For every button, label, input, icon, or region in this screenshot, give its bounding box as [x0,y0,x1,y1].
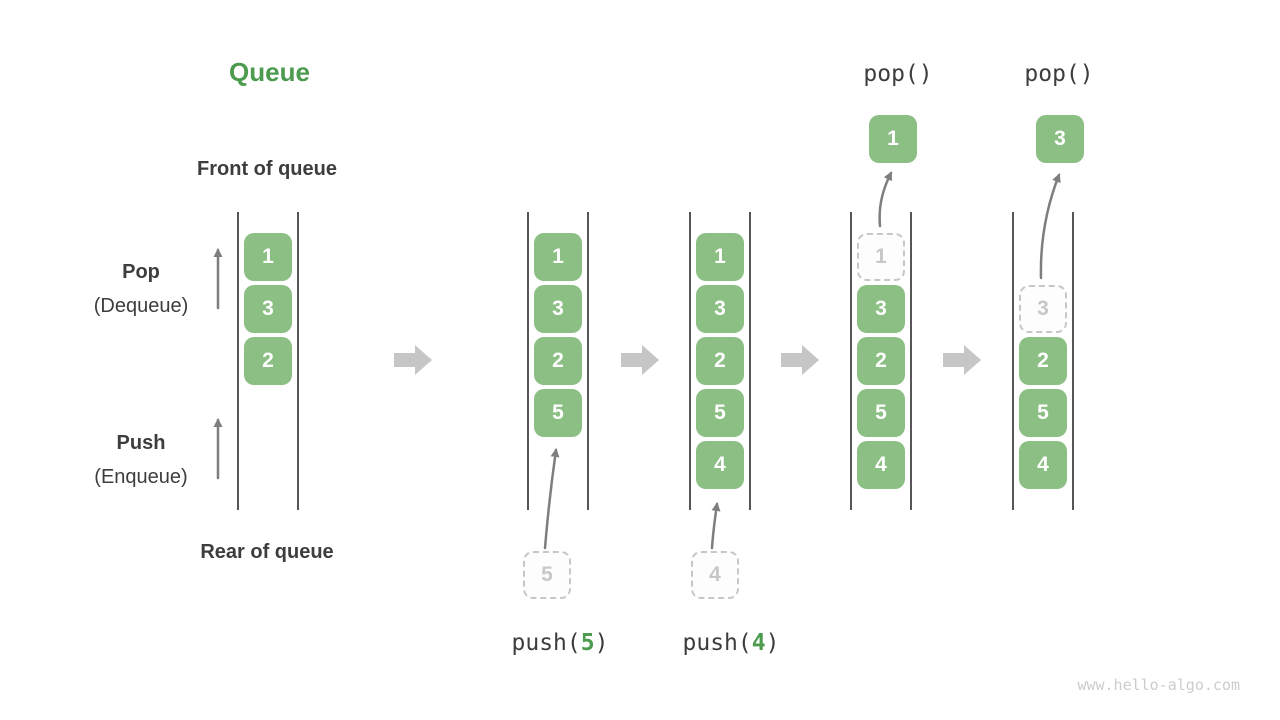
popped-item: 1 [869,115,917,163]
queue-item: 2 [1019,337,1067,385]
queue-wall-right [910,212,912,510]
transition-arrow [394,345,432,375]
queue-wall-left [1012,212,1014,510]
queue-item-dashed: 1 [857,233,905,281]
pop-label: Pop [122,261,160,283]
transition-arrow [781,345,819,375]
queue-wall-left [689,212,691,510]
pop-call-label: pop() [863,61,933,87]
queue-wall-right [1072,212,1074,510]
queue-item: 3 [857,285,905,333]
queue-wall-right [749,212,751,510]
push-call-argument: 5 [580,630,595,656]
push-call-prefix: push( [682,630,752,656]
queue-item: 2 [696,337,744,385]
push-call-label: push(5) [512,630,609,656]
staged-item: 4 [691,551,739,599]
popped-item: 3 [1036,115,1084,163]
push-label: Push [116,432,166,454]
queue-item: 1 [244,233,292,281]
rear-of-queue-label: Rear of queue [200,541,334,563]
queue-item: 4 [1019,441,1067,489]
front-of-queue-label: Front of queue [197,158,337,180]
queue-wall-left [850,212,852,510]
queue-item: 4 [857,441,905,489]
queue-item: 1 [696,233,744,281]
queue-item: 3 [244,285,292,333]
push-call-suffix: ) [765,630,780,656]
queue-item: 5 [857,389,905,437]
queue-item-dashed: 3 [1019,285,1067,333]
diagram-title: Queue [229,57,310,87]
queue-item: 3 [534,285,582,333]
queue-item: 5 [1019,389,1067,437]
push-call-argument: 4 [751,630,766,656]
queue-wall-right [297,212,299,510]
push-4-arrow [710,502,721,550]
enqueue-alias-label: (Enqueue) [94,466,188,488]
dequeue-alias-label: (Dequeue) [93,295,189,317]
push-call-label: push(4) [683,630,780,656]
queue-item: 2 [857,337,905,385]
queue-item: 5 [534,389,582,437]
staged-item: 5 [523,551,571,599]
queue-wall-left [237,212,239,510]
queue-item: 2 [534,337,582,385]
queue-item: 1 [534,233,582,281]
queue-item: 2 [244,337,292,385]
queue-wall-right [587,212,589,510]
push-call-suffix: ) [594,630,609,656]
pop-call-label: pop() [1024,61,1094,87]
transition-arrow [621,345,659,375]
queue-item: 4 [696,441,744,489]
watermark: www.hello-algo.com [1077,676,1240,694]
queue-item: 3 [696,285,744,333]
push-call-prefix: push( [511,630,581,656]
queue-wall-left [527,212,529,510]
queue-item: 5 [696,389,744,437]
transition-arrow [943,345,981,375]
